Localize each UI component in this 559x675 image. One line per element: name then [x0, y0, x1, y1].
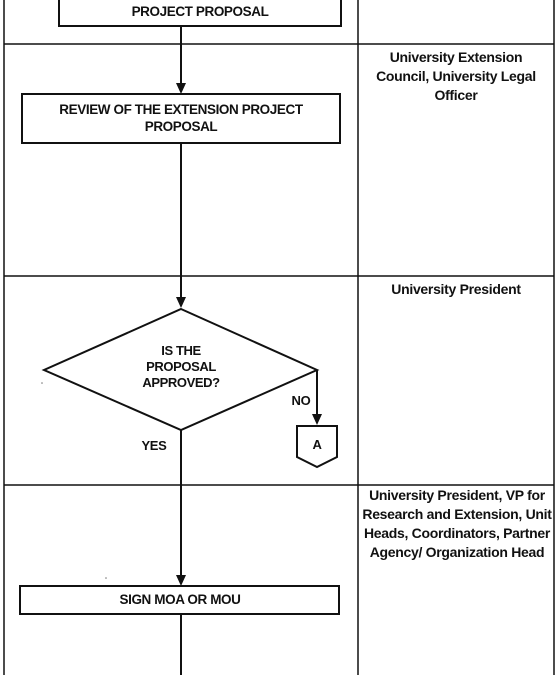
step-4-label: SIGN MOA OR MOU — [119, 592, 241, 607]
arrowhead-no — [312, 414, 322, 425]
process-box-project-proposal — [58, 0, 342, 27]
arrowhead-2 — [176, 297, 186, 308]
step-3-responsible: University President — [391, 281, 521, 297]
scan-speck — [41, 382, 43, 384]
step-1-label: PROJECT PROPOSAL — [131, 4, 269, 19]
step-2-responsible: University Extension Council, University… — [376, 49, 536, 103]
yes-label: YES — [141, 438, 167, 453]
no-label: NO — [291, 393, 311, 408]
process-box-sign-moa — [19, 585, 340, 615]
process-box-review — [21, 93, 341, 144]
decision-label: IS THE PROPOSAL APPROVED? — [142, 343, 220, 390]
off-page-connector-shape — [296, 425, 338, 469]
off-page-connector-label: A — [312, 437, 322, 452]
scan-speck — [105, 577, 107, 579]
step-4-responsible: University President, VP for Research an… — [362, 487, 552, 560]
step-2-label: REVIEW OF THE EXTENSION PROJECT PROPOSAL — [59, 102, 303, 134]
arrowhead-yes — [176, 575, 186, 586]
arrowhead-1 — [176, 83, 186, 94]
